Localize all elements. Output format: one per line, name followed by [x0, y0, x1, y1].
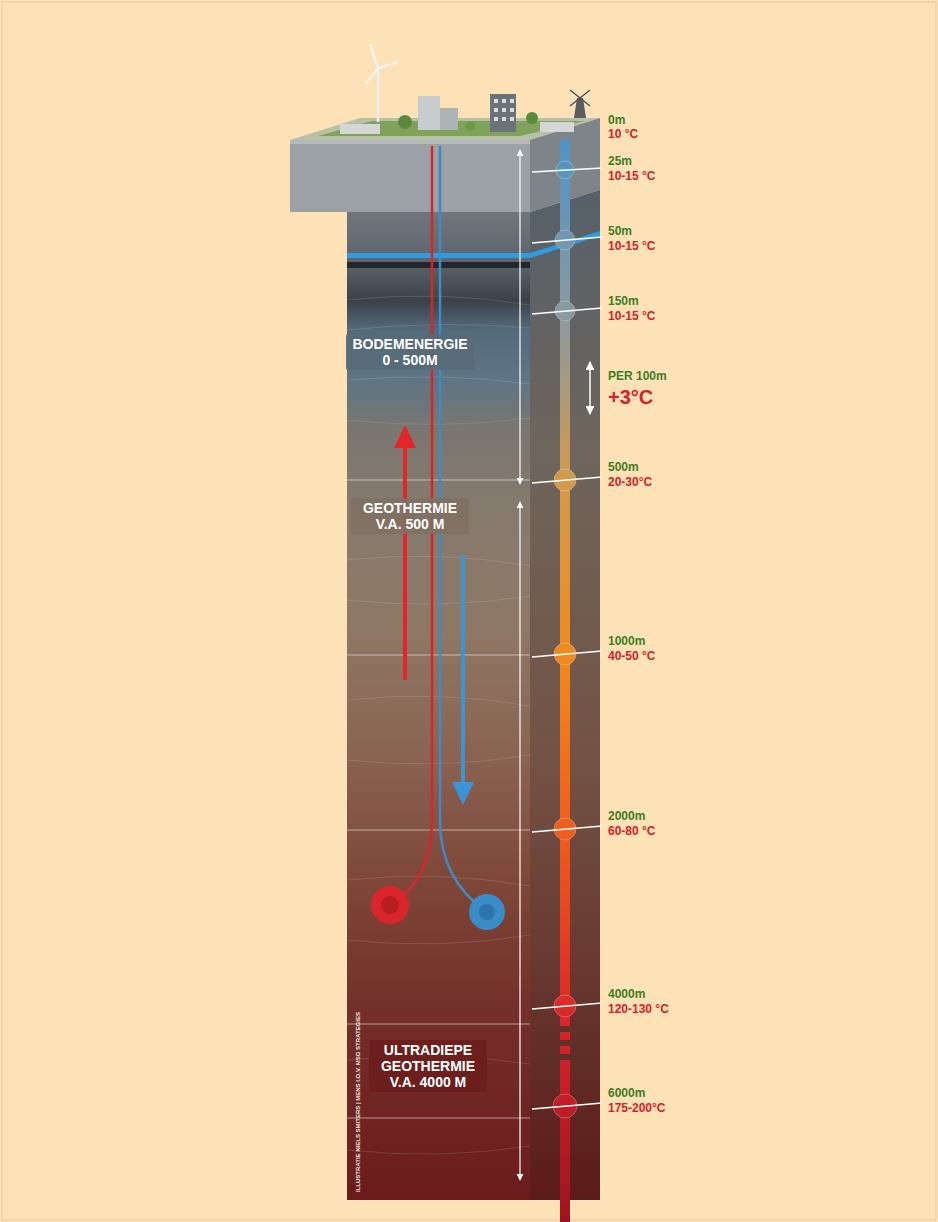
- gradient-note: PER 100m: [608, 370, 667, 383]
- temperature-label: 10-15 °C: [608, 310, 656, 323]
- zone-label: ULTRADIEPE GEOTHERMIE V.A. 4000 M: [369, 1040, 487, 1092]
- temperature-label: 120-130 °C: [608, 1003, 669, 1016]
- zone-label: BODEMENERGIE 0 - 500M: [346, 334, 474, 370]
- temperature-label: 175-200°C: [608, 1102, 666, 1115]
- depth-label: 2000m: [608, 810, 645, 823]
- depth-label: 1000m: [608, 635, 645, 648]
- temperature-label: 20-30°C: [608, 476, 652, 489]
- depth-label: 6000m: [608, 1087, 645, 1100]
- temperature-label: 10 °C: [608, 128, 638, 141]
- depth-label: 150m: [608, 295, 639, 308]
- temperature-label: 10-15 °C: [608, 170, 656, 183]
- temperature-label: 60-80 °C: [608, 825, 656, 838]
- zone-label: GEOTHERMIE V.A. 500 M: [351, 498, 469, 534]
- temperature-label: 10-15 °C: [608, 240, 656, 253]
- depth-label: 500m: [608, 461, 639, 474]
- depth-label: 4000m: [608, 988, 645, 1001]
- temperature-label: 40-50 °C: [608, 650, 656, 663]
- depth-label: 0m: [608, 114, 625, 127]
- credit-text: ILLUSTRATIE NIELS SMITERS | MENS I.O.V. …: [355, 1012, 362, 1192]
- depth-label: 50m: [608, 225, 632, 238]
- gradient-value: +3°C: [608, 386, 653, 408]
- depth-label: 25m: [608, 155, 632, 168]
